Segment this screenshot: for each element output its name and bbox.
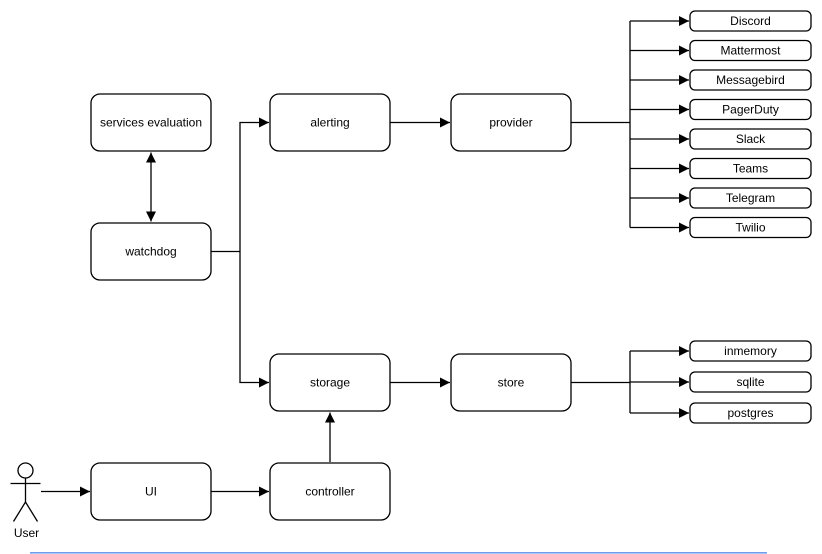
node-ui: UI xyxy=(90,462,212,521)
provider-item-pagerduty-box xyxy=(689,98,812,121)
node-provider-label: provider xyxy=(489,116,532,130)
node-storage-box xyxy=(269,353,391,412)
provider-item-teams-box xyxy=(689,157,812,180)
store-item-sqlite-label: sqlite xyxy=(736,375,764,389)
actor-user-label: User xyxy=(14,526,39,540)
actor-user-legs xyxy=(12,500,39,522)
provider-item-messagebird-box xyxy=(689,69,812,91)
provider-item-slack-box xyxy=(689,128,812,150)
store-item-sqlite: sqlite xyxy=(689,371,812,393)
node-controller-label: controller xyxy=(305,485,354,499)
actor-user: User xyxy=(10,462,41,540)
node-watchdog-label: watchdog xyxy=(124,245,176,259)
provider-item-teams-label: Teams xyxy=(733,162,768,176)
node-ui-box xyxy=(90,462,212,521)
provider-item-telegram-box xyxy=(689,187,812,209)
provider-item-discord: Discord xyxy=(689,10,812,32)
node-alerting: alerting xyxy=(269,93,391,152)
provider-item-mattermost-label: Mattermost xyxy=(720,44,781,58)
provider-item-twilio-box xyxy=(689,216,812,239)
bottom-page-edge-line xyxy=(30,552,767,554)
provider-item-mattermost: Mattermost xyxy=(689,39,812,62)
edge-watchdog-alerting xyxy=(239,117,269,252)
provider-item-discord-box xyxy=(689,10,812,32)
store-item-postgres-box xyxy=(689,402,812,424)
node-store: store xyxy=(450,353,572,412)
store-item-inmemory: inmemory xyxy=(689,340,812,362)
node-alerting-box xyxy=(269,93,391,152)
provider-item-slack: Slack xyxy=(689,128,812,150)
provider-item-teams: Teams xyxy=(689,157,812,180)
edge-watchdog-storage xyxy=(239,251,269,388)
node-storage-label: storage xyxy=(310,376,350,390)
node-services-evaluation-box xyxy=(90,93,212,152)
node-store-label: store xyxy=(498,376,525,390)
provider-item-twilio-label: Twilio xyxy=(735,221,765,235)
actor-user-head xyxy=(17,462,34,479)
provider-item-discord-label: Discord xyxy=(730,14,771,28)
node-provider: provider xyxy=(450,93,572,152)
provider-item-slack-label: Slack xyxy=(736,132,766,146)
node-watchdog: watchdog xyxy=(90,222,212,281)
provider-item-messagebird-label: Messagebird xyxy=(716,73,785,87)
provider-item-telegram: Telegram xyxy=(689,187,812,209)
node-controller-box xyxy=(269,462,391,521)
node-store-box xyxy=(450,353,572,412)
store-item-postgres: postgres xyxy=(689,402,812,424)
node-alerting-label: alerting xyxy=(310,116,349,130)
node-provider-box xyxy=(450,93,572,152)
provider-item-messagebird: Messagebird xyxy=(689,69,812,91)
node-ui-label: UI xyxy=(145,485,157,499)
provider-item-pagerduty: PagerDuty xyxy=(689,98,812,121)
node-services-evaluation: services evaluation xyxy=(90,93,212,152)
node-controller: controller xyxy=(269,462,391,521)
store-item-postgres-label: postgres xyxy=(727,406,773,420)
node-services-evaluation-label: services evaluation xyxy=(100,116,202,130)
provider-item-mattermost-box xyxy=(689,39,812,62)
store-item-inmemory-label: inmemory xyxy=(724,344,777,358)
provider-item-pagerduty-label: PagerDuty xyxy=(722,103,779,117)
store-item-sqlite-box xyxy=(689,371,812,393)
store-item-inmemory-box xyxy=(689,340,812,362)
provider-item-telegram-label: Telegram xyxy=(726,191,775,205)
node-storage: storage xyxy=(269,353,391,412)
node-watchdog-box xyxy=(90,222,212,281)
provider-item-twilio: Twilio xyxy=(689,216,812,239)
